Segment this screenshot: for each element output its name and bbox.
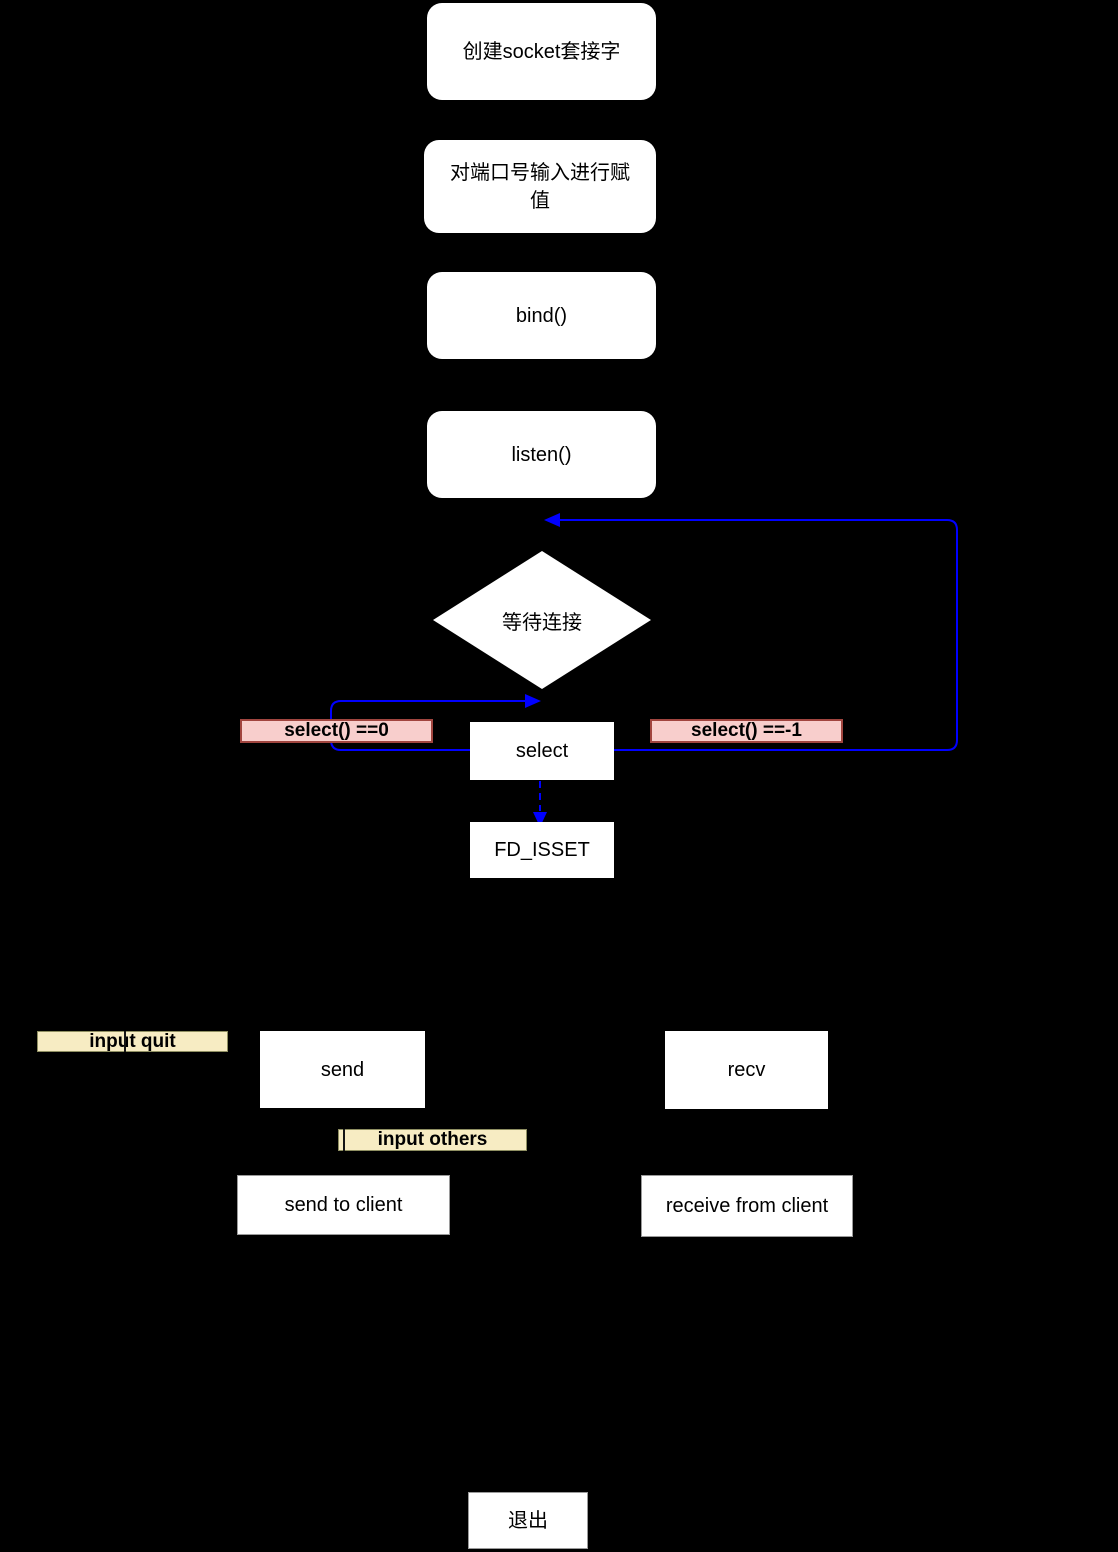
arrowhead-loop-left [525, 694, 541, 708]
edge-label-select-eq-0: select() ==0 [240, 719, 433, 743]
node-create-socket: 创建socket套接字 [427, 3, 656, 100]
edge-label-input-others: input others [338, 1129, 527, 1151]
connector-tick-input-others [343, 1129, 345, 1151]
node-send-to-client: send to client [237, 1175, 450, 1235]
node-select: select [470, 722, 614, 780]
node-wait-connection: 等待连接 [502, 611, 582, 634]
node-exit: 退出 [468, 1492, 588, 1549]
node-send: send [260, 1031, 425, 1108]
node-receive-from-client: receive from client [641, 1175, 853, 1237]
edge-label-select-eq-neg1: select() ==-1 [650, 719, 843, 743]
arrowhead-select-to-fdisset [533, 812, 547, 827]
arrow-loop-right [559, 519, 958, 751]
node-assign-port: 对端口号输入进行赋值 [424, 140, 656, 233]
node-bind: bind() [427, 272, 656, 359]
connector-tick-input-quit [124, 1031, 126, 1052]
arrowhead-loop-right [544, 513, 560, 527]
node-listen: listen() [427, 411, 656, 498]
node-fd-isset: FD_ISSET [470, 822, 614, 878]
node-recv: recv [665, 1031, 828, 1109]
edge-label-input-quit: input quit [37, 1031, 228, 1052]
diamond-shape [433, 551, 651, 689]
